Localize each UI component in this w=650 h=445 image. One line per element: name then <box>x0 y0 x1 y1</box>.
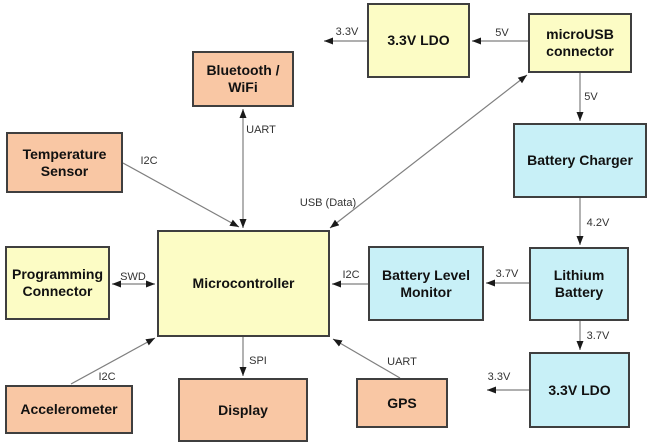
node-accelerometer: Accelerometer <box>5 385 133 434</box>
edge-label-ldo-top-3v3: 3.3V <box>335 26 359 38</box>
edge-label-accelerometer-i2c: I2C <box>98 371 116 383</box>
edge-mcu-microusb-usb-data <box>329 74 528 229</box>
edge-temperature-to-mcu-i2c <box>122 162 240 228</box>
node-lithium-battery: Lithium Battery <box>529 247 629 321</box>
edge-label-4v2: 4.2V <box>586 217 610 229</box>
edge-label-swd: SWD <box>120 271 146 283</box>
node-bluetooth-wifi: Bluetooth / WiFi <box>192 51 294 107</box>
node-temperature-sensor: Temperature Sensor <box>6 132 123 193</box>
edge-label-spi: SPI <box>249 355 267 367</box>
edge-label-bluetooth-uart: UART <box>246 124 276 136</box>
node-microusb-connector: microUSB connector <box>528 13 632 73</box>
edge-label-usb-data: USB (Data) <box>299 197 357 209</box>
edge-gps-to-mcu-uart <box>332 338 401 379</box>
edge-label-5v-to-charger: 5V <box>584 91 598 103</box>
node-microcontroller: Microcontroller <box>157 230 330 337</box>
node-battery-level-monitor: Battery Level Monitor <box>368 246 484 321</box>
edge-label-3v7-to-monitor: 3.7V <box>495 268 519 280</box>
node-battery-charger: Battery Charger <box>513 123 647 198</box>
edge-label-temperature-i2c: I2C <box>140 155 158 167</box>
node-ldo-3v3-top: 3.3V LDO <box>367 3 470 78</box>
edge-accelerometer-to-mcu-i2c <box>70 337 156 385</box>
node-gps: GPS <box>356 378 448 428</box>
edge-label-ldo-bottom-3v3: 3.3V <box>487 371 511 383</box>
node-programming-connector: Programming Connector <box>5 246 110 320</box>
edge-label-monitor-i2c: I2C <box>342 269 360 281</box>
node-ldo-3v3-bottom: 3.3V LDO <box>529 352 630 428</box>
edge-label-gps-uart: UART <box>387 356 417 368</box>
node-display: Display <box>178 378 308 442</box>
edge-label-3v7-to-ldo: 3.7V <box>586 330 610 342</box>
edge-label-5v-to-ldo: 5V <box>495 27 509 39</box>
